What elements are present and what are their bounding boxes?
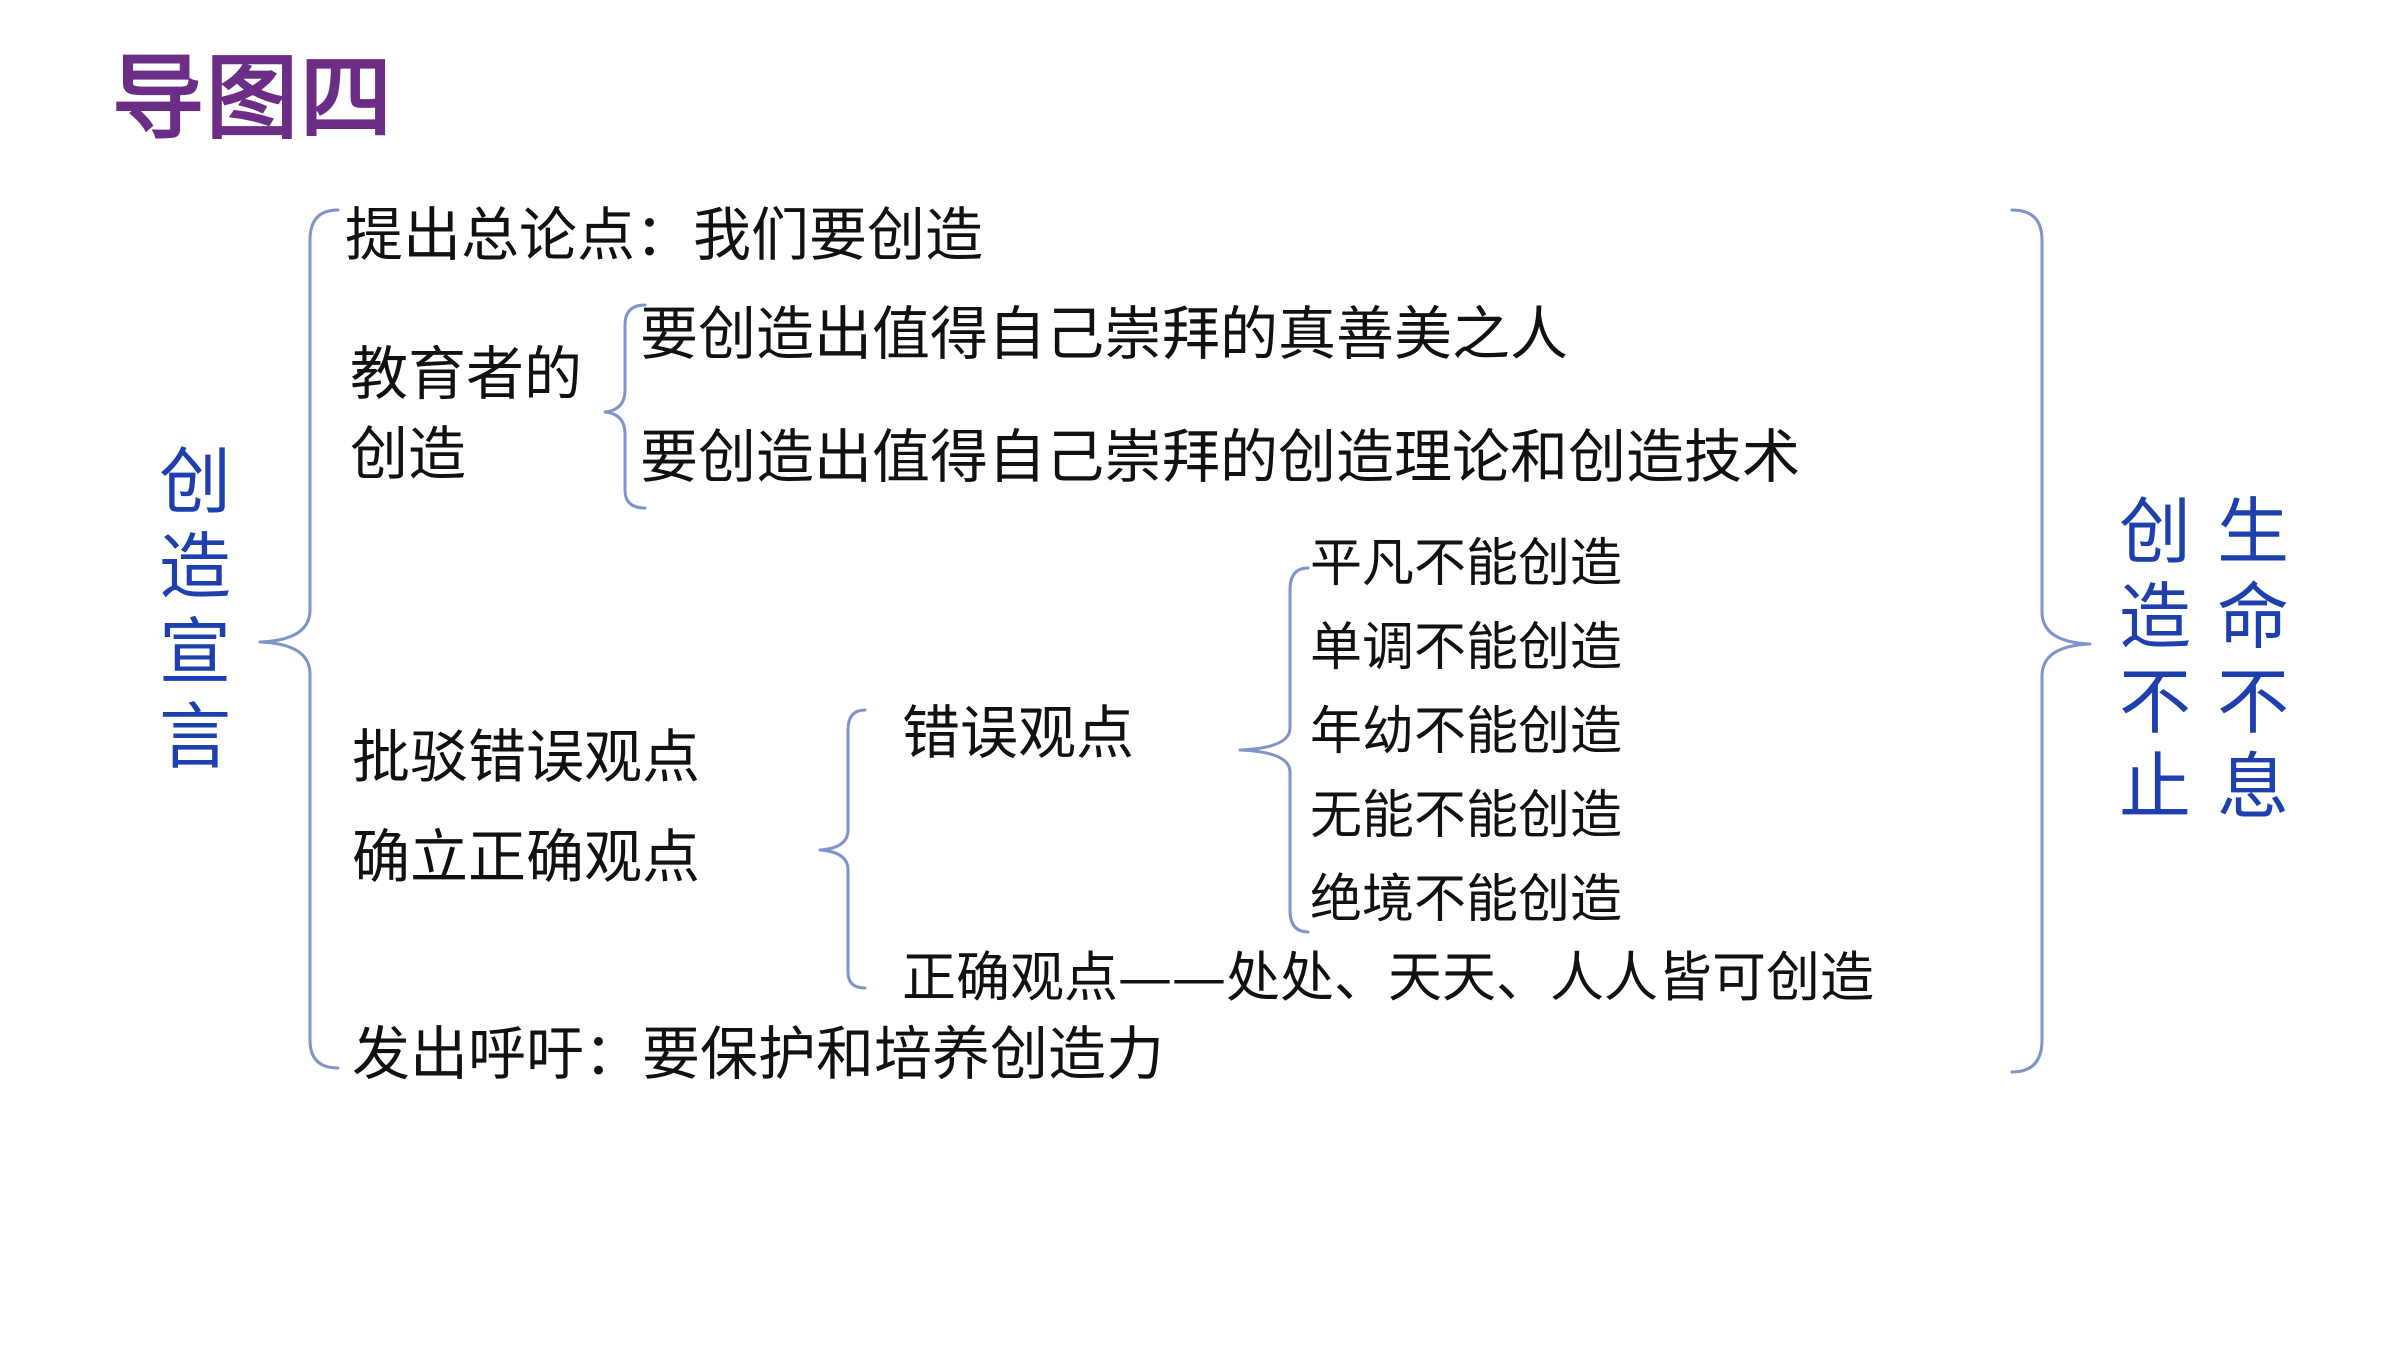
page-title: 导图四 [112,45,395,152]
root-topic: 创造宣言 [158,440,231,779]
educator-item-2: 要创造出值得自己崇拜的创造理论和创造技术 [640,423,1801,491]
refute-brace [818,708,867,990]
appeal-node: 发出呼吁：要保护和培养创造力 [352,1020,1165,1088]
refute-label-line2: 确立正确观点 [352,823,701,891]
thesis-node: 提出总论点：我们要创造 [345,201,984,269]
wrong-view-item-1: 平凡不能创造 [1310,534,1623,594]
main-right-brace [2010,208,2092,1074]
main-left-brace [258,208,340,1070]
refute-label-line1: 批驳错误观点 [352,723,701,791]
wrong-view-item-4: 无能不能创造 [1310,786,1623,846]
wrong-views-brace [1238,566,1310,934]
educator-brace [603,303,647,510]
conclusion-col2: 生命不息 [2216,490,2289,829]
educator-label-line2: 创造 [350,420,467,488]
wrong-view-item-2: 单调不能创造 [1310,618,1623,678]
educator-item-1: 要创造出值得自己崇拜的真善美之人 [640,300,1569,368]
wrong-view-item-5: 绝境不能创造 [1310,870,1623,930]
right-view: 正确观点——处处、天天、人人皆可创造 [902,946,1874,1009]
wrong-view-item-3: 年幼不能创造 [1310,702,1623,762]
wrong-views-label: 错误观点 [902,699,1135,767]
conclusion-col1: 创造不止 [2118,490,2191,829]
educator-label-line1: 教育者的 [350,340,583,408]
